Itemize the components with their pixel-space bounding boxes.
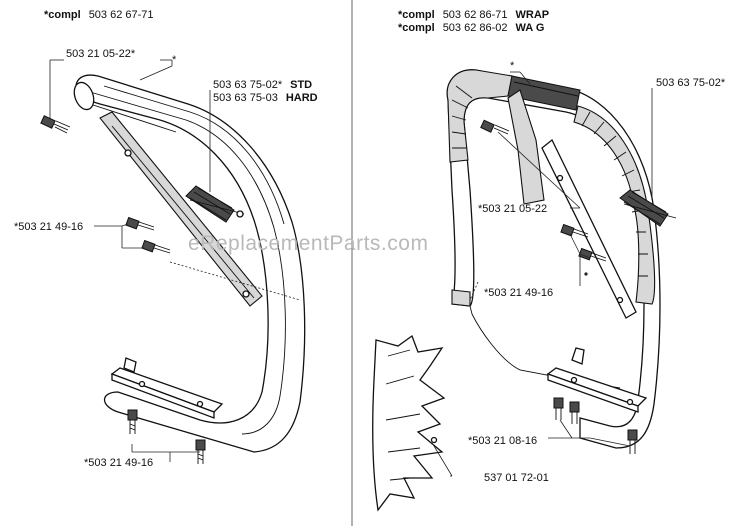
screw-bottom-right-3 [627, 429, 638, 454]
left-title-prefix: *compl [44, 9, 81, 21]
right-title-2: *compl 503 62 86-02 WA G [398, 18, 544, 35]
right-title-2-prefix: *compl [398, 22, 435, 34]
screw-bottom-right-1 [553, 397, 564, 420]
label-screw-right: *503 21 05-22 [478, 203, 547, 215]
av-spring-left [185, 185, 245, 223]
label-spring-right: 503 63 75-02* [656, 77, 726, 89]
label-spring-std: 503 63 75-02* STD [213, 75, 312, 92]
screw-top-left [40, 115, 71, 134]
screw-mid-left-1 [125, 216, 155, 231]
left-title-number: 503 62 67-71 [89, 9, 154, 21]
screw-bottom-left-2 [195, 439, 206, 464]
front-handle-left [73, 74, 306, 453]
screw-top-right [480, 119, 510, 135]
left-leaders [49, 59, 301, 462]
label-screws-mid-right: *503 21 49-16 [484, 287, 553, 299]
label-spring-std-suffix: STD [290, 79, 312, 91]
right-title-1-prefix: *compl [398, 9, 435, 21]
screw-mid-right-2 [578, 247, 607, 262]
front-handle-right [446, 69, 661, 449]
label-spring-std-number: 503 63 75-02* [213, 79, 283, 91]
bracket-plate-right [546, 347, 648, 413]
right-title-2-suffix: WA G [516, 22, 545, 34]
label-screws-bottom-right: *503 21 08-16 [468, 435, 537, 447]
bumper-spike [372, 334, 446, 512]
screw-mid-right-1 [560, 223, 589, 238]
left-title: *compl 503 62 67-71 [44, 5, 154, 22]
label-screws-mid-left: *503 21 49-16 [14, 221, 83, 233]
screw-bottom-left-1 [127, 409, 138, 434]
watermark: eReplacementParts.com [188, 232, 428, 255]
right-title-1-number: 503 62 86-71 [443, 9, 508, 21]
label-star-top-right: * [510, 60, 515, 72]
label-star-top-left: * [172, 54, 177, 66]
right-title-1-suffix: WRAP [516, 9, 550, 21]
screw-mid-left-2 [141, 239, 171, 254]
right-title-2-number: 503 62 86-02 [443, 22, 508, 34]
screw-bottom-right-2 [569, 401, 580, 424]
av-spring-right [619, 189, 677, 227]
label-screws-bottom-left: *503 21 49-16 [84, 457, 153, 469]
bracket-plate-left [110, 357, 224, 419]
left-panel: *compl 503 62 67-71 [14, 5, 318, 469]
label-screw-top-left: 503 21 05-22* [66, 48, 136, 60]
label-spring-hard-number: 503 63 75-03 [213, 92, 278, 104]
label-spring-hard-suffix: HARD [286, 92, 318, 104]
label-spring-hard: 503 63 75-03 HARD [213, 88, 318, 105]
label-spike: 537 01 72-01 [484, 472, 549, 484]
right-panel: *compl 503 62 86-71 WRAP *compl 503 62 8… [372, 5, 726, 512]
right-title-1: *compl 503 62 86-71 WRAP [398, 5, 549, 22]
right-leaders [433, 71, 653, 477]
leader-dot [584, 272, 588, 276]
